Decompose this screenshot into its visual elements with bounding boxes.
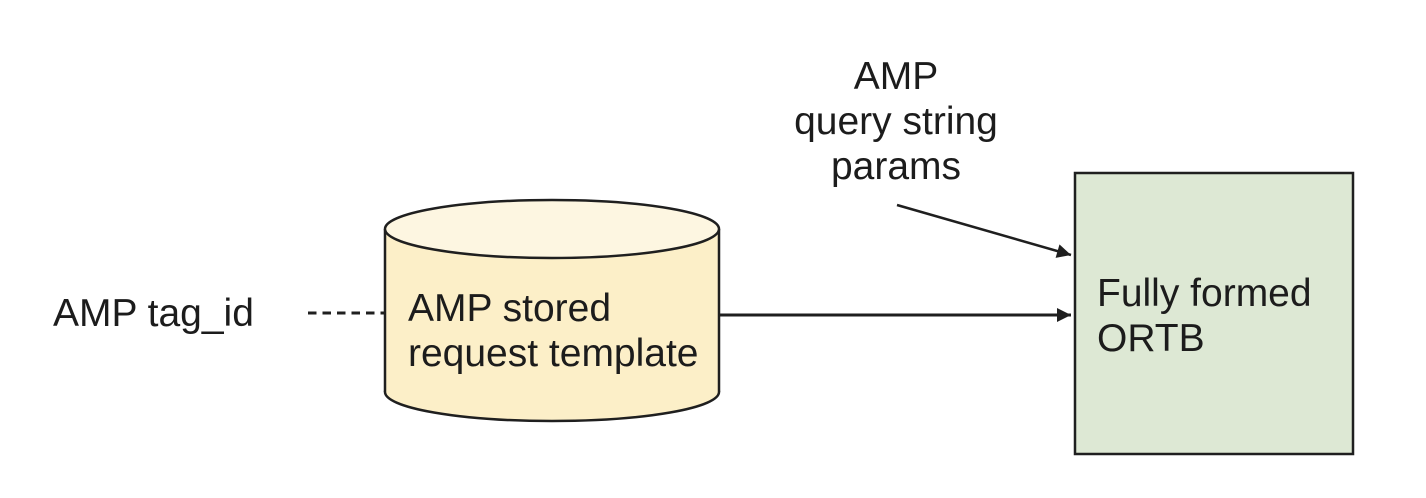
stored-request-cylinder-top: [383, 198, 721, 260]
query-string-params-label-line2: query string: [794, 100, 998, 143]
stored-request-cylinder-label-line2: request template: [408, 332, 699, 375]
query-string-params-label-line1: AMP: [853, 55, 939, 98]
query-string-params-label-line3: params: [830, 145, 962, 188]
amp-tag-id-label: AMP tag_id: [53, 292, 254, 335]
stored-request-cylinder-label-line1: AMP stored: [408, 287, 612, 330]
query-params-to-ortb-arrow: [896, 203, 1072, 258]
ortb-box-label: Fully formed ORTB: [1097, 271, 1312, 361]
stored-request-cylinder-label: AMP stored request template: [408, 286, 699, 376]
ortb-box-label-line2: ORTB: [1097, 317, 1205, 360]
ortb-box-label-line1: Fully formed: [1097, 272, 1312, 315]
query-string-params-label: AMP query string params: [696, 54, 1096, 189]
ortb-box: [1073, 171, 1355, 456]
